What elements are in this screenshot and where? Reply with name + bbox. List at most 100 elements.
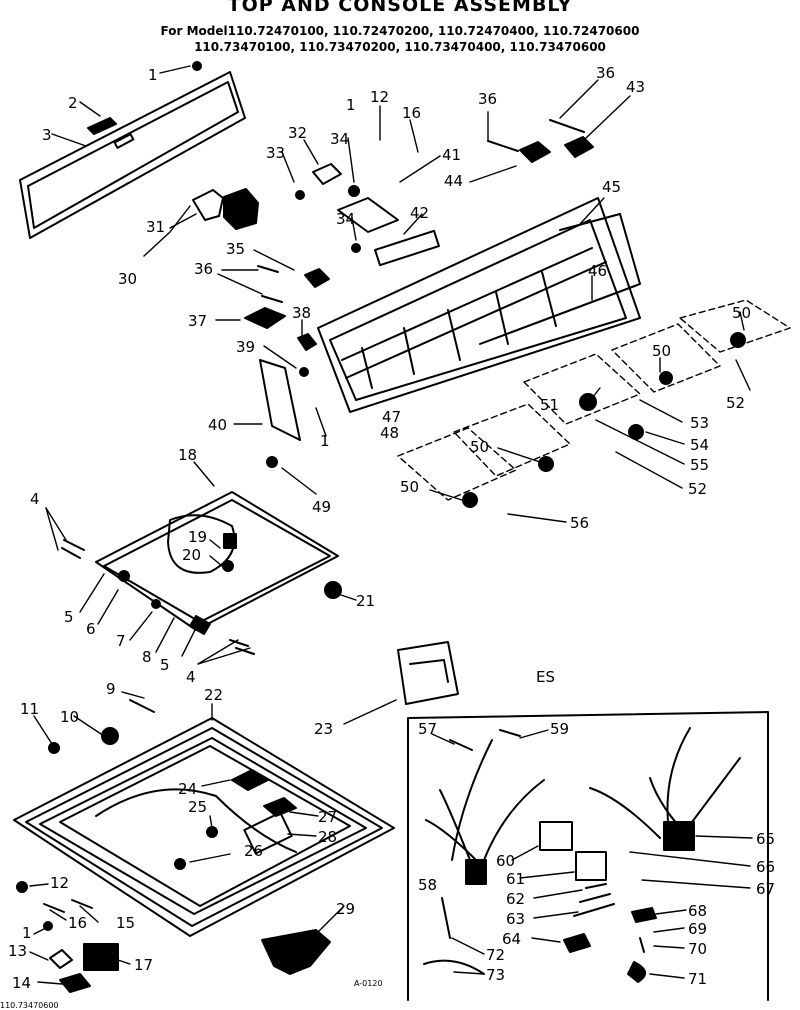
leader-lines <box>29 65 753 985</box>
console-body-drawing <box>259 197 641 441</box>
callout-8: 8 <box>142 648 152 666</box>
callout-3: 3 <box>42 126 52 144</box>
callout-1-lower: 1 <box>22 924 32 942</box>
callout-26: 26 <box>244 842 263 860</box>
callout-7: 7 <box>116 632 126 650</box>
callout-19: 19 <box>188 528 207 546</box>
rear-panel-drawing <box>19 61 246 239</box>
callout-12-upper: 12 <box>370 88 389 106</box>
callout-44: 44 <box>444 172 463 190</box>
callout-59: 59 <box>550 720 569 738</box>
callout-70: 70 <box>688 940 707 958</box>
callout-58: 58 <box>418 876 437 894</box>
callout-35: 35 <box>226 240 245 258</box>
callout-52-a: 52 <box>726 394 745 412</box>
callout-25: 25 <box>188 798 207 816</box>
callout-49: 49 <box>312 498 331 516</box>
callout-17: 17 <box>134 956 153 974</box>
callout-68: 68 <box>688 902 707 920</box>
callout-10: 10 <box>60 708 79 726</box>
callout-30: 30 <box>118 270 137 288</box>
callout-40: 40 <box>208 416 227 434</box>
lower-left-parts <box>16 881 119 993</box>
top-lid-drawing <box>61 491 342 655</box>
callout-73: 73 <box>486 966 505 984</box>
callout-71: 71 <box>688 970 707 988</box>
callout-1-console: 1 <box>320 432 330 450</box>
callout-48: 48 <box>380 424 399 442</box>
callout-5-b: 5 <box>160 656 170 674</box>
callout-36-c: 36 <box>194 260 213 278</box>
callout-labels: 1 2 3 30 31 32 33 34 34 1 12 16 41 42 36… <box>0 64 775 1010</box>
callout-62: 62 <box>506 890 525 908</box>
callout-4-a: 4 <box>30 490 40 508</box>
knob-outline-group <box>397 299 791 501</box>
callout-45: 45 <box>602 178 621 196</box>
console-upper-parts <box>192 119 594 377</box>
callout-43: 43 <box>626 78 645 96</box>
callout-60: 60 <box>496 852 515 870</box>
callout-52-b: 52 <box>688 480 707 498</box>
callout-6: 6 <box>86 620 96 638</box>
callout-34-lower: 34 <box>336 210 355 228</box>
callout-50-d: 50 <box>400 478 419 496</box>
callout-16-lower: 16 <box>68 914 87 932</box>
callout-67: 67 <box>756 880 775 898</box>
callout-41: 41 <box>442 146 461 164</box>
callout-22: 22 <box>204 686 223 704</box>
callout-36-b: 36 <box>596 64 615 82</box>
callout-72: 72 <box>486 946 505 964</box>
inset-mark: ES <box>536 668 555 686</box>
callout-69: 69 <box>688 920 707 938</box>
callout-16-upper: 16 <box>402 104 421 122</box>
callout-12-lower: 12 <box>50 874 69 892</box>
callout-51: 51 <box>540 396 559 414</box>
drawing-code: A-0120 <box>354 979 383 988</box>
callout-37: 37 <box>188 312 207 330</box>
callout-38: 38 <box>292 304 311 322</box>
diagram-title: TOP AND CONSOLE ASSEMBLY <box>227 0 573 16</box>
callout-24: 24 <box>178 780 197 798</box>
callout-23: 23 <box>314 720 333 738</box>
callout-39: 39 <box>236 338 255 356</box>
callout-34-upper: 34 <box>330 130 349 148</box>
callout-27: 27 <box>318 808 337 826</box>
callout-50-c: 50 <box>470 438 489 456</box>
callout-9: 9 <box>106 680 116 698</box>
callout-14: 14 <box>12 974 31 992</box>
callout-36-a: 36 <box>478 90 497 108</box>
callout-1-upper: 1 <box>346 96 356 114</box>
callout-65: 65 <box>756 830 775 848</box>
callout-64: 64 <box>502 930 521 948</box>
callout-55: 55 <box>690 456 709 474</box>
callout-47: 47 <box>382 408 401 426</box>
callout-46: 46 <box>588 262 607 280</box>
callout-56: 56 <box>570 514 589 532</box>
callout-1: 1 <box>148 66 158 84</box>
callout-53: 53 <box>690 414 709 432</box>
callout-50-b: 50 <box>652 342 671 360</box>
callout-33: 33 <box>266 144 285 162</box>
callout-61: 61 <box>506 870 525 888</box>
callout-20: 20 <box>182 546 201 564</box>
callout-29: 29 <box>336 900 355 918</box>
part-23-drawing <box>397 641 459 705</box>
wiring-inset-box <box>407 711 769 1001</box>
callout-5-a: 5 <box>64 608 74 626</box>
knob-drawings <box>266 332 746 508</box>
model-list-line-2: 110.73470100, 110.73470200, 110.73470400… <box>194 40 606 54</box>
callout-63: 63 <box>506 910 525 928</box>
callout-11: 11 <box>20 700 39 718</box>
callout-54: 54 <box>690 436 709 454</box>
callout-50-a: 50 <box>732 304 751 322</box>
model-list-line-1: For Model110.72470100, 110.72470200, 110… <box>160 24 640 38</box>
callout-32: 32 <box>288 124 307 142</box>
callout-66: 66 <box>756 858 775 876</box>
callout-31: 31 <box>146 218 165 236</box>
cabinet-top-drawing <box>13 699 395 937</box>
bottom-cut-text: 110.73470600 <box>0 1001 59 1010</box>
callout-28: 28 <box>318 828 337 846</box>
callout-4-b: 4 <box>186 668 196 686</box>
callout-18: 18 <box>178 446 197 464</box>
